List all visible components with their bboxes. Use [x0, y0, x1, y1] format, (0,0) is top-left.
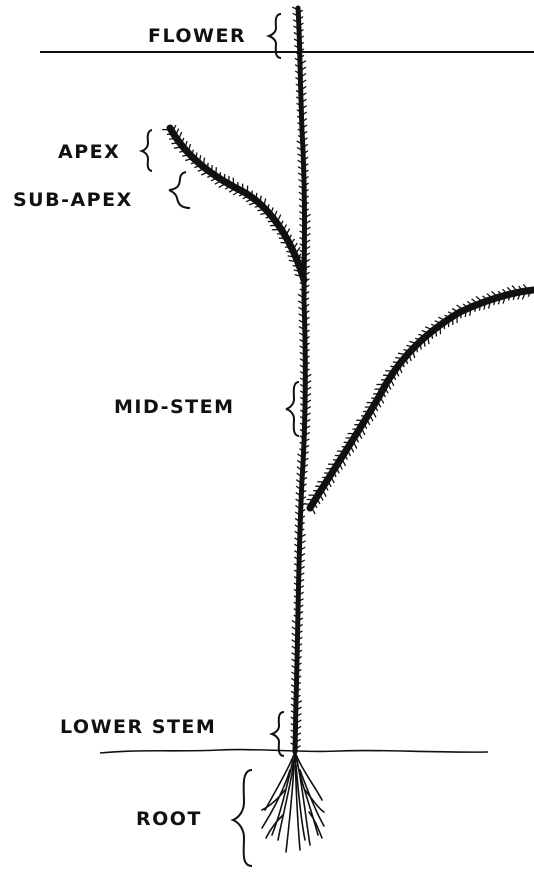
apex-branch-needle [281, 243, 290, 244]
right-branch-needle [390, 366, 397, 367]
lower-stem-brace [272, 712, 284, 756]
apex-branch-needle [238, 182, 239, 189]
apex-branch-needle [216, 167, 217, 176]
apex-branch-needle [285, 247, 292, 248]
right-branch [310, 290, 534, 508]
lower-stem-label: LOWER STEM [60, 718, 216, 737]
root-brace [233, 770, 252, 866]
apex-branch-needle [268, 221, 276, 222]
apex-branch-needle [233, 178, 234, 187]
mid-stem-label: MID-STEM [114, 398, 235, 417]
sub-apex-brace [169, 172, 190, 208]
right-branch-needle [436, 329, 437, 337]
leaf-bristles [162, 7, 531, 749]
right-branch-needle [461, 311, 462, 318]
right-branch-needle [373, 394, 381, 395]
right-branch-needle [385, 371, 394, 372]
apex-branch-needle [207, 163, 208, 170]
apex-branch-needle [212, 165, 213, 173]
apex-branch-needle [270, 225, 278, 226]
root-label: ROOT [136, 810, 202, 829]
apex-branch-needle [266, 217, 273, 218]
apex-branch [170, 128, 304, 280]
sub-apex-label: SUB-APEX [13, 191, 133, 210]
apex-label: APEX [58, 143, 120, 162]
mid-stem-brace [286, 382, 299, 436]
right-branch-needle [440, 325, 441, 334]
apex-branch-needle [169, 139, 177, 140]
root-system [262, 752, 324, 852]
right-branch-needle [444, 322, 445, 329]
apex-branch-needle [252, 191, 253, 198]
flower-label: FLOWER [148, 27, 246, 46]
apex-branch-needle [286, 252, 293, 253]
annotation-braces [142, 14, 299, 866]
apex-brace [142, 130, 152, 171]
